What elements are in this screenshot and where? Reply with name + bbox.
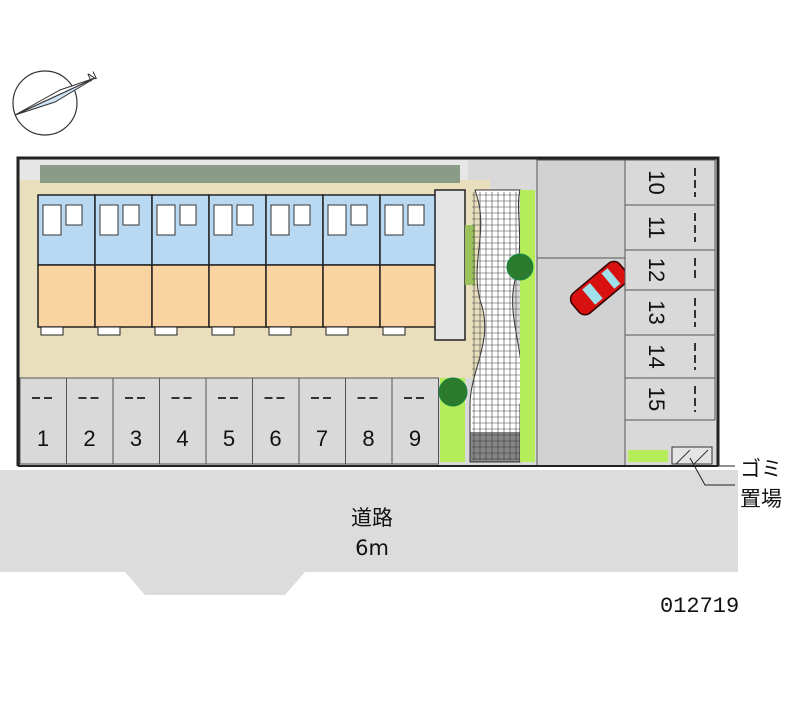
road xyxy=(0,470,738,595)
parking-number: 5 xyxy=(223,426,235,451)
parking-number: 15 xyxy=(644,387,669,411)
parking-number: 9 xyxy=(409,426,421,451)
parking-number: 3 xyxy=(130,426,142,451)
walkway xyxy=(469,189,523,463)
parking-space: 9 xyxy=(391,377,439,465)
parking-space: 3 xyxy=(112,377,160,465)
parking-space: 14 xyxy=(624,334,716,379)
garbage-area xyxy=(671,446,713,465)
garbage-label-line1: ゴミ xyxy=(740,457,782,481)
road-width-label: 6m xyxy=(355,536,389,560)
garbage-label-line2: 置場 xyxy=(740,487,782,511)
parking-space: 8 xyxy=(345,377,393,465)
parking-number: 4 xyxy=(176,426,188,451)
parking-number: 11 xyxy=(644,216,669,239)
apartment-unit xyxy=(208,194,267,336)
parking-number: 1 xyxy=(37,426,49,451)
parking-space: 7 xyxy=(298,377,346,465)
apartment-unit xyxy=(37,194,96,336)
parking-number: 2 xyxy=(83,426,95,451)
apartment-unit xyxy=(265,194,324,336)
parking-row-side: 10 11 12 13 14 15 xyxy=(624,159,716,421)
north-compass-icon: N xyxy=(12,68,99,136)
property-code: 012719 xyxy=(660,594,739,619)
apartment-unit xyxy=(322,194,381,336)
staircase xyxy=(434,189,466,341)
tree-icon xyxy=(506,253,534,281)
apartment-unit xyxy=(94,194,153,336)
apartment-unit xyxy=(151,194,210,336)
parking-space: 12 xyxy=(624,249,716,291)
parking-number: 12 xyxy=(644,258,669,282)
parking-number: 14 xyxy=(644,344,669,368)
parking-row-front: 1 2 3 4 5 6 7 8 9 xyxy=(19,377,439,465)
parking-number: 13 xyxy=(644,300,669,324)
parking-number: 8 xyxy=(362,426,374,451)
tree-icon xyxy=(438,377,468,407)
parking-space: 1 xyxy=(19,377,67,465)
apartment-unit xyxy=(379,194,438,336)
parking-space: 11 xyxy=(624,204,716,251)
balcony-roof xyxy=(40,165,460,183)
parking-space: 15 xyxy=(624,377,716,421)
parking-space: 10 xyxy=(624,159,716,206)
parking-number: 10 xyxy=(644,170,669,194)
car-icon xyxy=(569,260,629,316)
parking-number: 7 xyxy=(316,426,328,451)
parking-number: 6 xyxy=(269,426,281,451)
apartment-building xyxy=(37,194,438,336)
parking-space: 6 xyxy=(252,377,300,465)
green-patch xyxy=(628,450,668,462)
green-strip xyxy=(520,190,535,462)
parking-space: 2 xyxy=(66,377,114,465)
road-label: 道路 xyxy=(351,506,393,530)
parking-space: 5 xyxy=(205,377,253,465)
parking-space: 13 xyxy=(624,289,716,336)
parking-space: 4 xyxy=(159,377,207,465)
planter xyxy=(465,225,475,285)
